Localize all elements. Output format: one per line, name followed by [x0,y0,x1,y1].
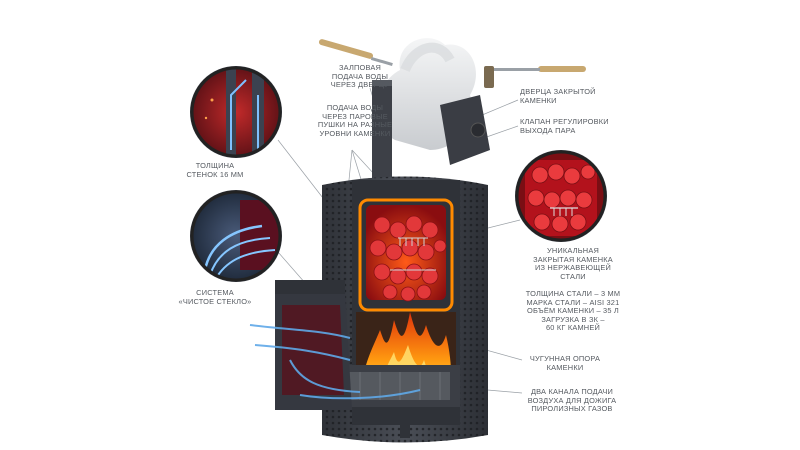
callout-steam-guns: ПОДАЧА ВОДЫ ЧЕРЕЗ ПАРОВЫЕ ПУШКИ НА РАЗНЫ… [317,103,393,138]
air-flow-lines [249,324,421,400]
callout-steam-valve: КЛАПАН РЕГУЛИРОВКИ ВЫХОДА ПАРА [520,117,609,135]
callout-closed-chamber: УНИКАЛЬНАЯ ЗАКРЫТАЯ КАМЕНКА ИЗ НЕРЖАВЕЮЩ… [533,246,613,281]
callout-cast-iron-support: ЧУГУННАЯ ОПОРА КАМЕНКИ [529,354,601,372]
steam-nozzles [390,237,436,271]
callout-wall-thickness: ТОЛЩИНА СТЕНОК 16 ММ [186,161,244,179]
magnifier-stone-chamber-icon [515,150,607,242]
callout-air-channels: ДВА КАНАЛА ПОДАЧИ ВОЗДУХА ДЛЯ ДОЖИГА ПИР… [527,387,617,414]
callout-clean-glass: СИСТЕМА «ЧИСТОЕ СТЕКЛО» [178,288,252,306]
magnifier-thermal-wall-icon [190,66,282,158]
stones [369,215,447,302]
stone-chamber-door [440,95,490,165]
callout-steel-spec: ТОЛЩИНА СТАЛИ – 3 ММ МАРКА СТАЛИ – AISI … [525,289,621,333]
chimney [372,80,392,190]
water-ladle-icon-right [484,66,586,88]
water-ladle-icon-left [318,39,393,66]
magnifier-clean-glass-icon [190,190,282,282]
callout-volley-water: ЗАЛПОВАЯ ПОДАЧА ВОДЫ ЧЕРЕЗ ДВЕРЦУ [330,63,390,90]
callout-chamber-door: ДВЕРЦА ЗАКРЫТОЙ КАМЕНКИ [520,87,596,105]
steam-valve-icon [470,122,486,138]
